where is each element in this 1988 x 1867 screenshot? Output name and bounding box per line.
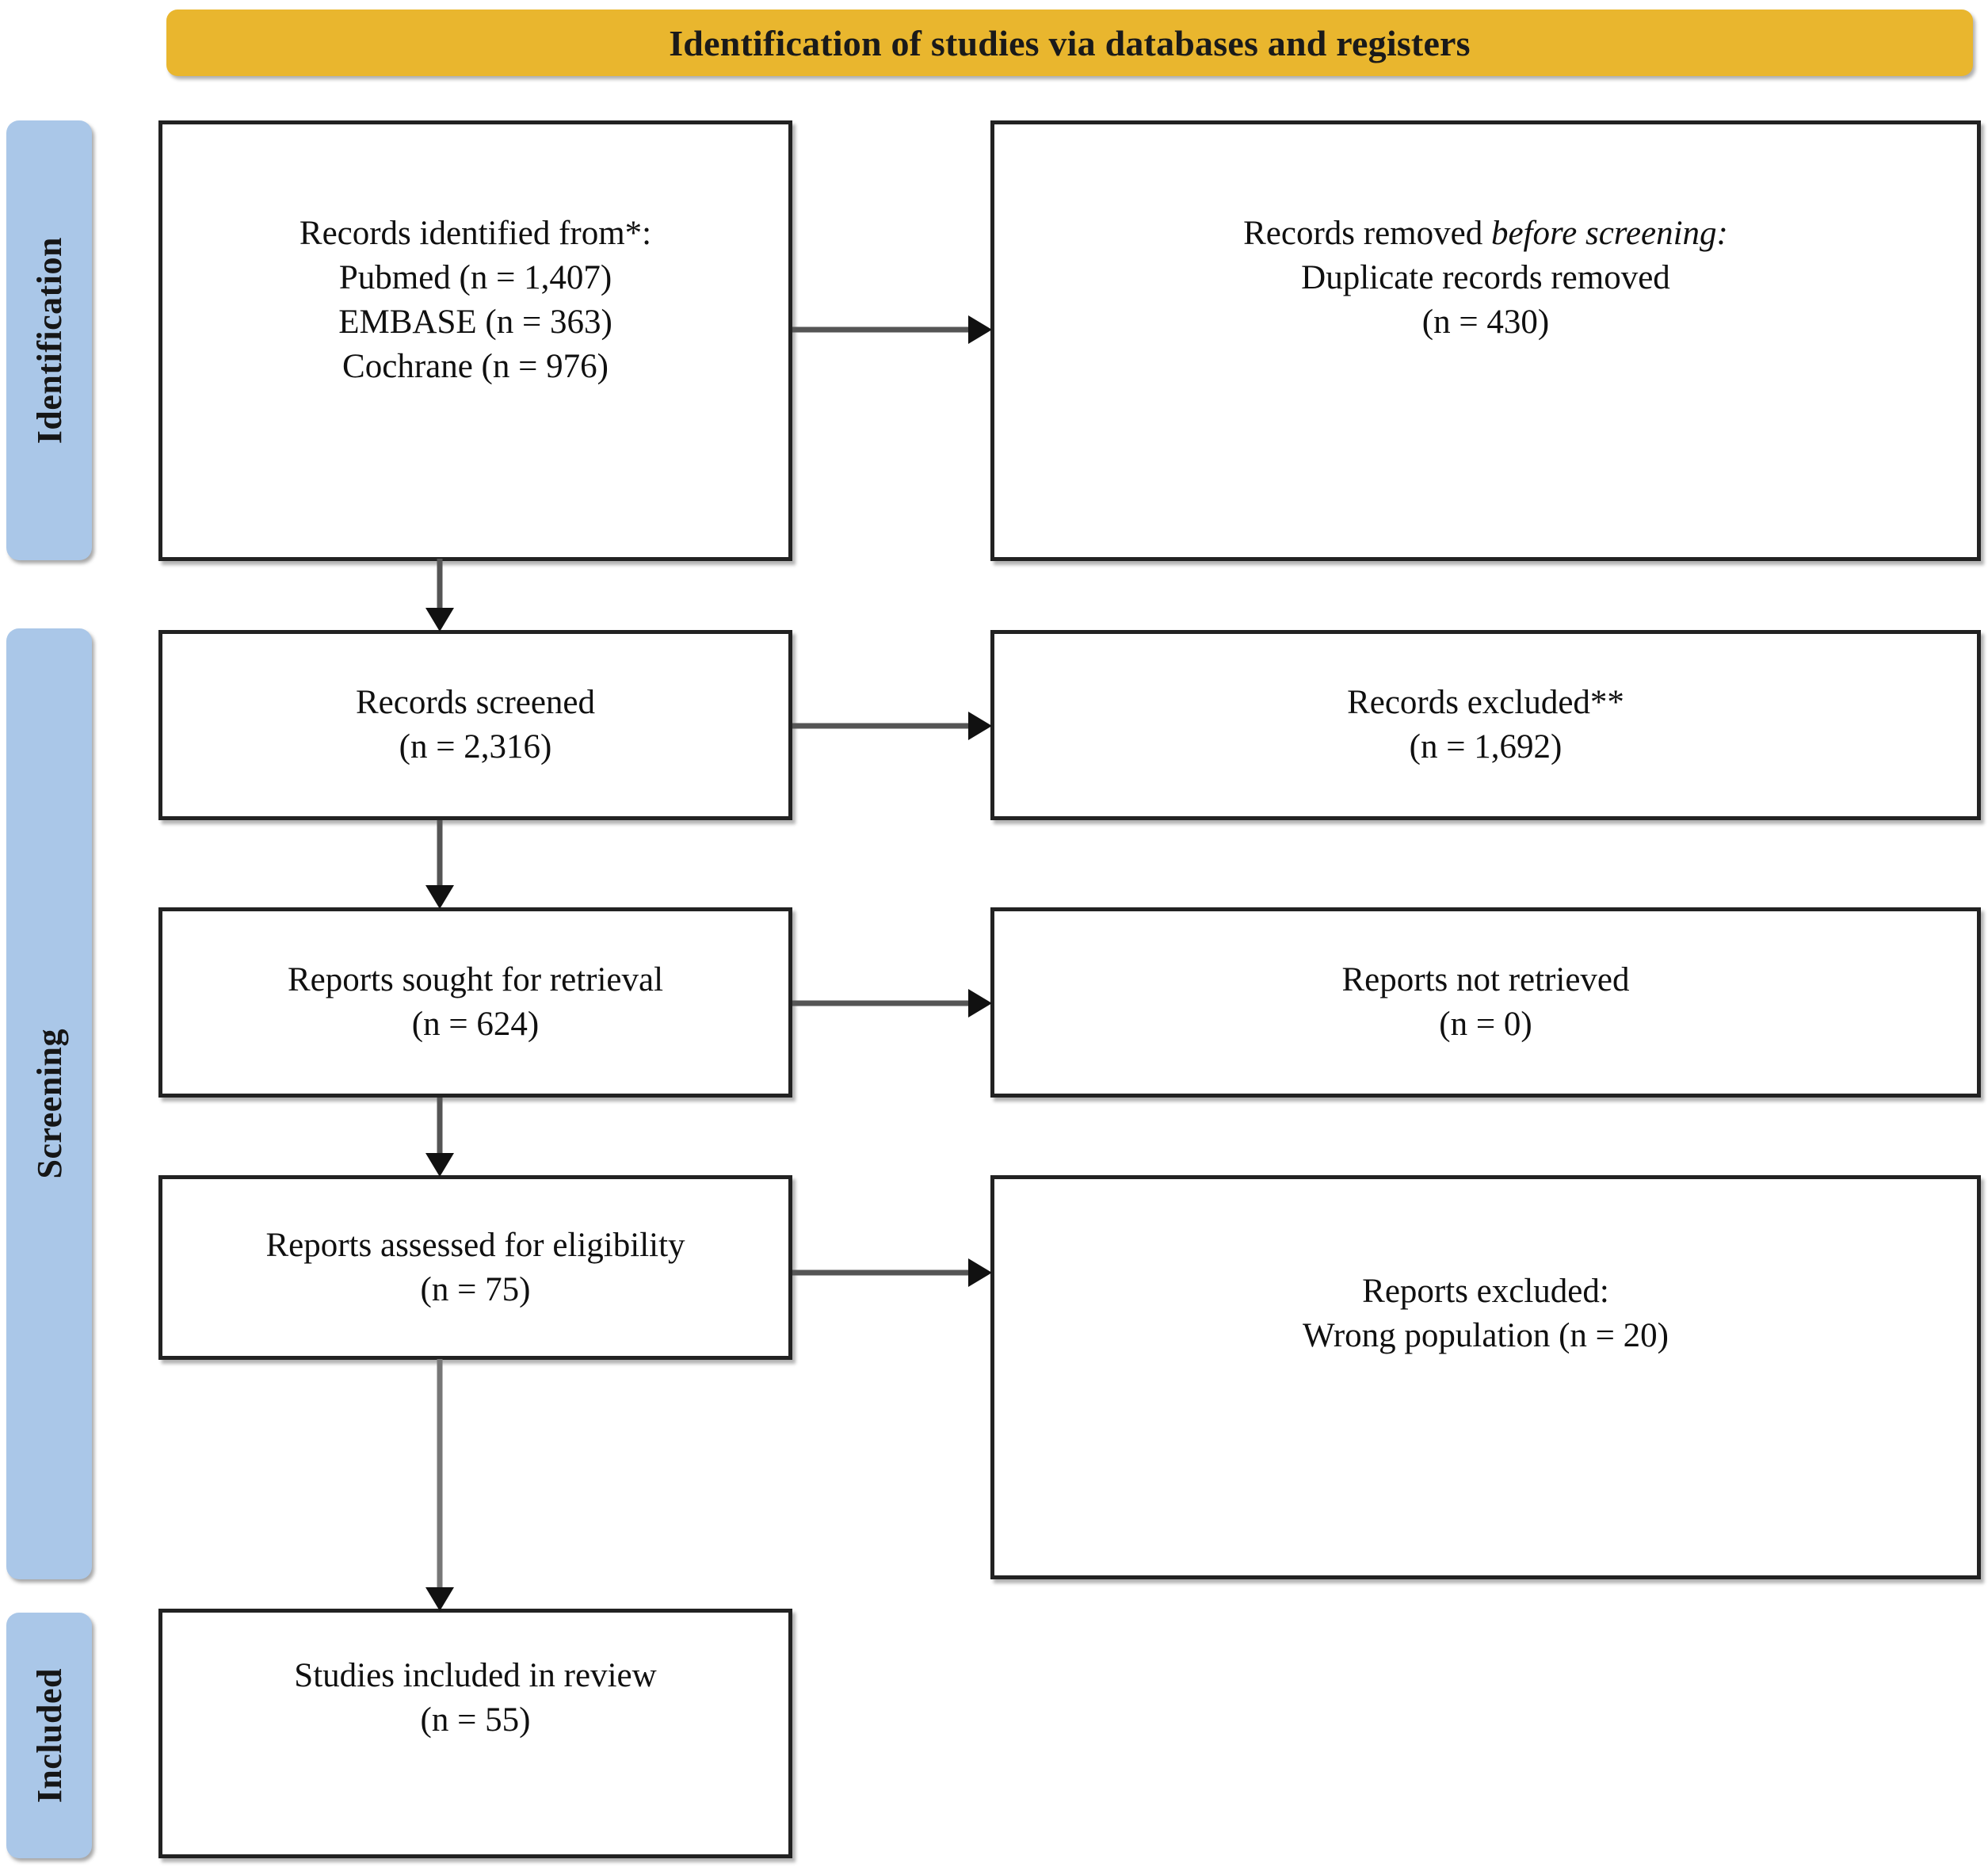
records-identified-line-0: Pubmed (n = 1,407)	[338, 258, 612, 296]
phase-bar-identification: Identification	[6, 120, 92, 560]
records-excluded-line-0: (n = 1,692)	[1409, 728, 1563, 766]
records-identified-title: Records identified from*:	[299, 215, 652, 252]
studies-included-line-0: (n = 55)	[420, 1701, 531, 1739]
reports-assessed-line-0: (n = 75)	[420, 1270, 531, 1308]
reports-excluded-title: Reports excluded:	[1362, 1273, 1609, 1310]
box-reports-assessed: Reports assessed for eligibility (n = 75…	[158, 1175, 792, 1360]
box-records-identified: Records identified from*: Pubmed (n = 1,…	[158, 120, 792, 561]
records-identified-line-1: EMBASE (n = 363)	[338, 303, 612, 341]
box-reports-not-retrieved: Reports not retrieved (n = 0)	[990, 907, 1981, 1098]
reports-excluded-line-0: Wrong population (n = 20)	[1303, 1316, 1669, 1354]
arrow-sought-to-assessed	[416, 1098, 464, 1177]
box-records-excluded: Records excluded** (n = 1,692)	[990, 630, 1981, 820]
reports-not-retrieved-line-0: (n = 0)	[1439, 1006, 1532, 1043]
arrow-sought-to-not-retrieved	[792, 987, 992, 1019]
box-records-screened-text: Records screened (n = 2,316)	[342, 681, 609, 769]
records-removed-line-1: (n = 430)	[1421, 303, 1550, 341]
records-removed-line-0: Duplicate records removed	[1301, 258, 1670, 296]
reports-not-retrieved-title: Reports not retrieved	[1341, 961, 1630, 999]
studies-included-title: Studies included in review	[294, 1657, 657, 1694]
arrow-assessed-to-reports-excluded	[792, 1257, 992, 1289]
records-screened-line-0: (n = 2,316)	[399, 728, 552, 766]
arrow-identified-to-screened	[416, 559, 464, 632]
box-reports-excluded-text: Reports excluded: Wrong population (n = …	[1288, 1269, 1683, 1358]
stage-banner-label: Identification of studies via databases …	[669, 22, 1471, 63]
reports-sought-title: Reports sought for retrieval	[287, 961, 664, 999]
records-excluded-title: Records excluded**	[1347, 684, 1624, 722]
box-reports-not-retrieved-text: Reports not retrieved (n = 0)	[1327, 958, 1643, 1047]
phase-bar-identification-label: Identification	[29, 236, 69, 445]
box-reports-sought: Reports sought for retrieval (n = 624)	[158, 907, 792, 1098]
box-reports-assessed-text: Reports assessed for eligibility (n = 75…	[251, 1224, 699, 1312]
box-reports-sought-text: Reports sought for retrieval (n = 624)	[273, 958, 677, 1047]
records-removed-title-prefix: Records removed	[1243, 215, 1491, 252]
box-studies-included-text: Studies included in review (n = 55)	[280, 1654, 670, 1743]
arrow-assessed-to-included	[416, 1359, 464, 1611]
box-reports-excluded: Reports excluded: Wrong population (n = …	[990, 1175, 1981, 1579]
records-removed-title-italic: before screening:	[1490, 215, 1728, 252]
reports-assessed-title: Reports assessed for eligibility	[265, 1226, 685, 1264]
box-records-identified-text: Records identified from*: Pubmed (n = 1,…	[285, 212, 666, 389]
box-records-removed: Records removed before screening: Duplic…	[990, 120, 1981, 561]
phase-bar-screening: Screening	[6, 628, 92, 1579]
box-studies-included: Studies included in review (n = 55)	[158, 1609, 792, 1858]
records-removed-title: Records removed before screening:	[1243, 212, 1728, 256]
stage-banner-identification: Identification of studies via databases …	[166, 10, 1973, 76]
box-records-excluded-text: Records excluded** (n = 1,692)	[1333, 681, 1639, 769]
phase-bar-included: Included	[6, 1613, 92, 1858]
box-records-removed-text: Records removed before screening: Duplic…	[1229, 212, 1742, 345]
records-identified-line-2: Cochrane (n = 976)	[342, 347, 609, 385]
arrow-screened-to-sought	[416, 820, 464, 909]
records-screened-title: Records screened	[355, 684, 596, 722]
reports-sought-line-0: (n = 624)	[411, 1006, 540, 1043]
box-records-screened: Records screened (n = 2,316)	[158, 630, 792, 820]
arrow-screened-to-excluded	[792, 710, 992, 742]
arrow-identified-to-removed	[792, 314, 992, 346]
phase-bar-included-label: Included	[29, 1667, 69, 1804]
phase-bar-screening-label: Screening	[29, 1029, 69, 1179]
